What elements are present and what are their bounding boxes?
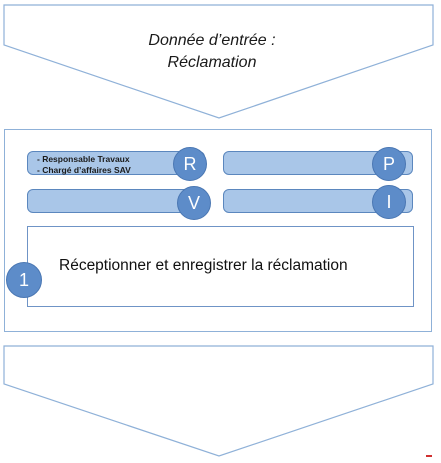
role-badge-i: I [372,185,406,219]
input-label: Donnée d’entrée : Réclamation [60,30,364,74]
step-number-badge: 1 [6,262,42,298]
role-bar-v [27,189,205,213]
role-badge-v: V [177,186,211,220]
role-badge-p: P [372,147,406,181]
task-label: Réceptionner et enregistrer la réclamati… [59,257,348,274]
role-r-actors: - Responsable Travaux - Chargé d’affaire… [37,154,131,176]
task-box: Réceptionner et enregistrer la réclamati… [27,226,414,307]
input-label-line2: Réclamation [167,54,257,71]
input-label-line1: Donnée d’entrée : [148,32,276,49]
role-r-actor-2: - Chargé d’affaires SAV [37,165,131,175]
input-chevron [3,4,434,119]
role-badge-r: R [173,147,207,181]
role-r-actor-1: - Responsable Travaux [37,154,130,164]
